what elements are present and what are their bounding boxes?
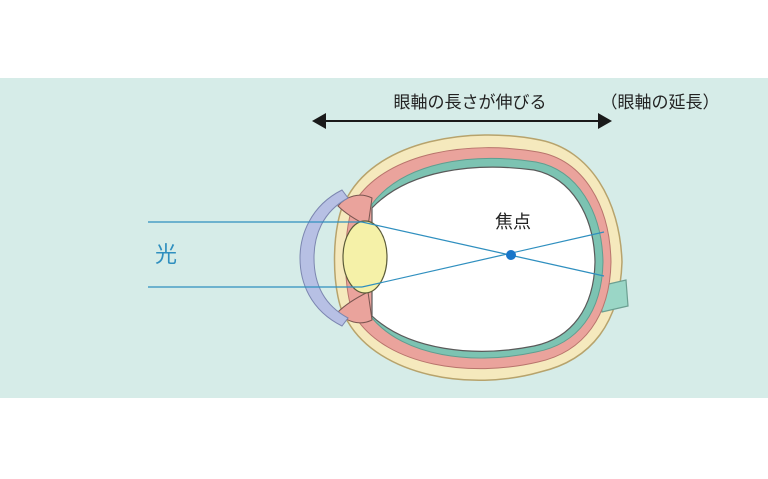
light-label: 光 [155,243,177,268]
lens [342,220,388,294]
focus-point [506,250,516,260]
light-ray-upper-refracted [361,221,605,277]
focus-label: 焦点 [495,212,531,233]
light-ray-lower-refracted [361,231,605,288]
axial-length-label: 眼軸の長さが伸びる [394,93,547,113]
light-rays [148,221,605,288]
cornea [299,189,349,327]
axial-length-arrow [312,113,612,129]
eyeball [299,134,629,381]
axial-length-note: （眼軸の延長） [601,93,720,113]
